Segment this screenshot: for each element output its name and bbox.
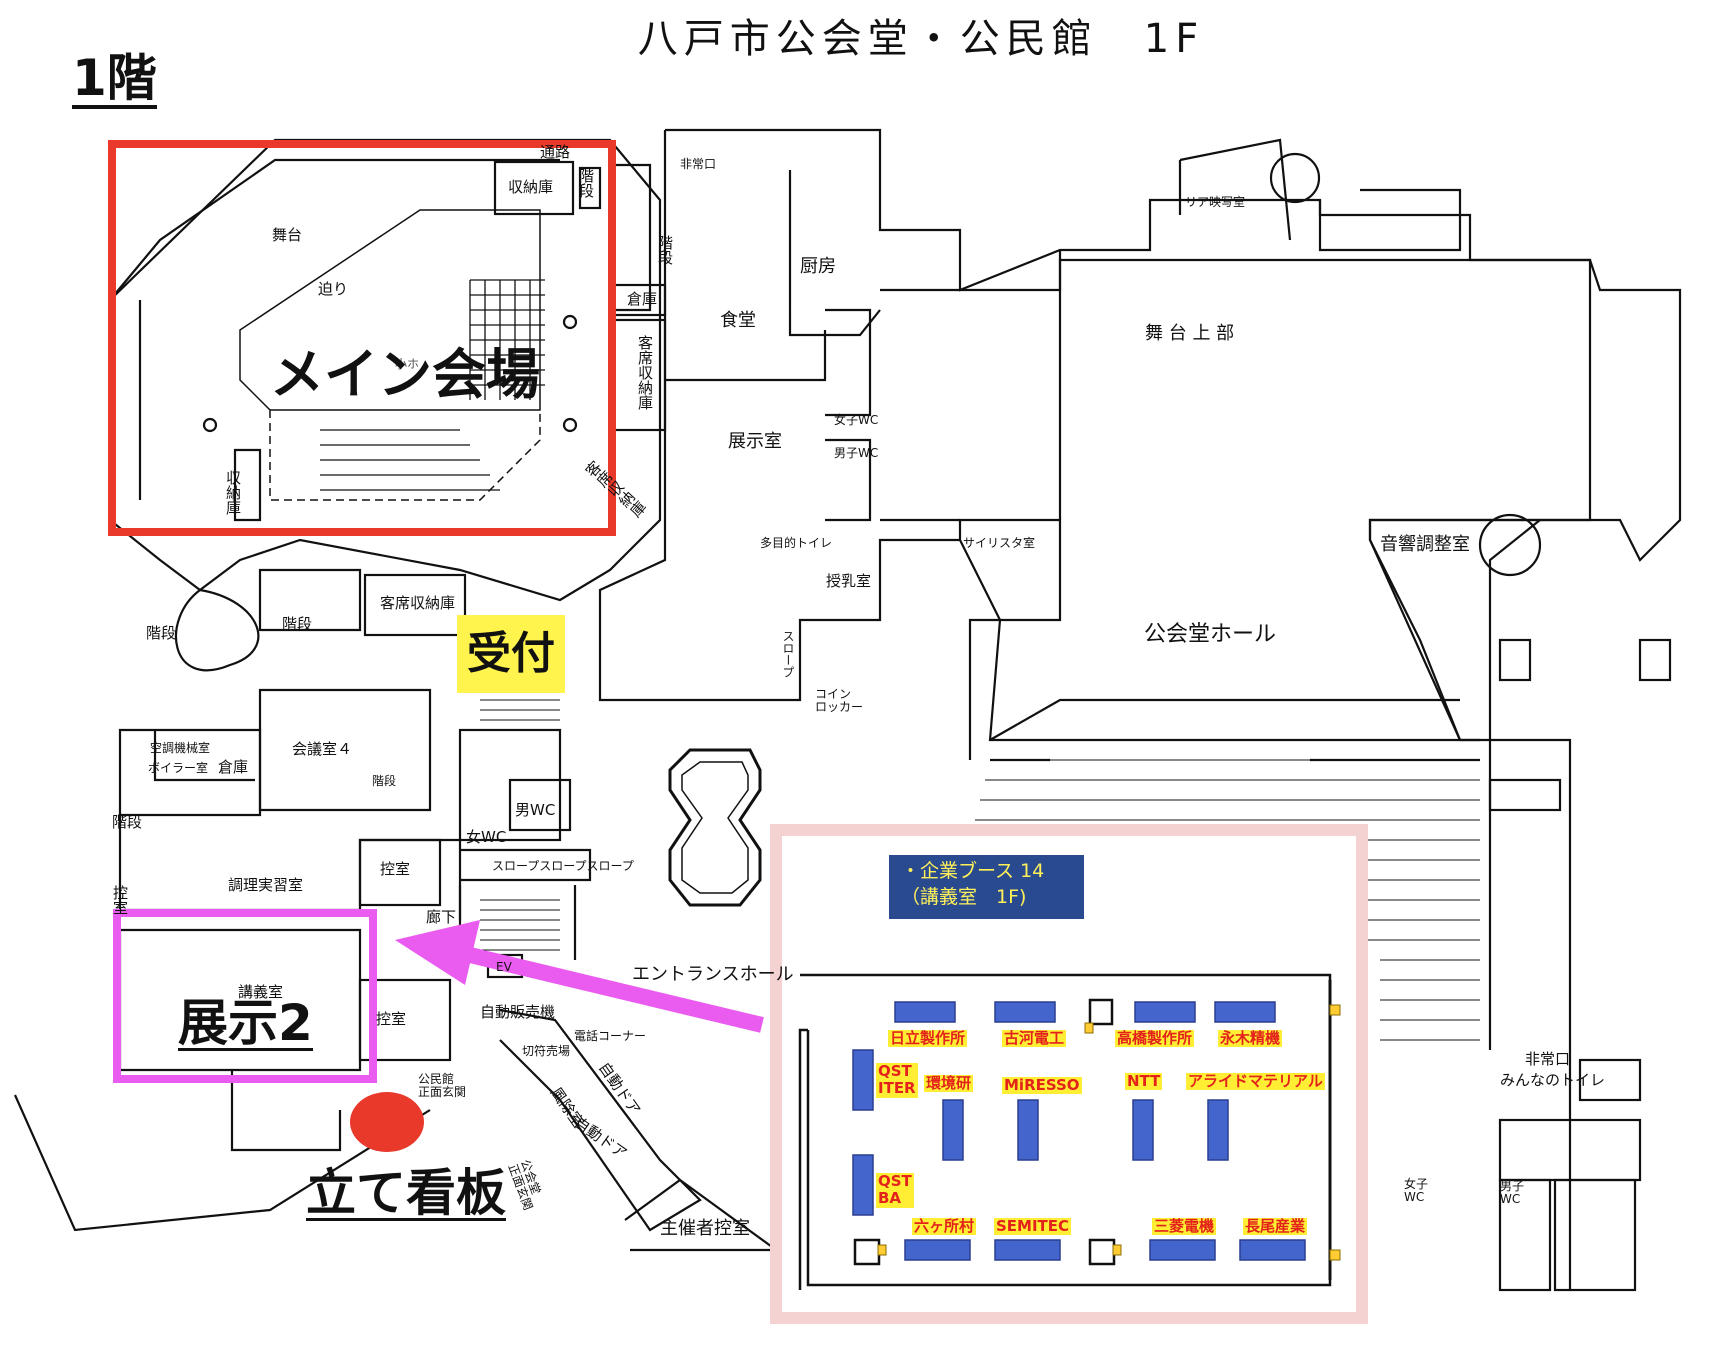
room-kozashitsu: 講義室 (238, 983, 284, 1001)
room-otoko-wc: 男WC (515, 801, 556, 819)
reception-label: 受付 (457, 615, 565, 693)
room-coin-locker: コイン ロッカー (815, 687, 864, 715)
booth-info-line1: ・企業ブース 14 (901, 860, 1045, 882)
booth-label: QST ITER (876, 1062, 918, 1098)
room-slope-vertical: スロープ (781, 630, 795, 678)
booth-label: 六ヶ所村 (912, 1217, 977, 1236)
exhibit2-label: 展示2 (178, 994, 313, 1052)
room-tenjishitsu: 展示室 (728, 431, 782, 452)
room-kaidan-right1: 階段 (656, 235, 674, 265)
room-shokudo: 食堂 (720, 310, 756, 331)
room-entrance-hall: エントランスホール (632, 964, 794, 985)
room-hikaeshitsu2: 控室 (376, 1010, 407, 1028)
booth-label: MiRESSO (1002, 1076, 1082, 1095)
room-kokaido-hall: 公会堂ホール (1144, 622, 1277, 647)
booth-desks (852, 1001, 1306, 1261)
room-butai: 舞台 (272, 226, 303, 244)
room-kaigi4: 会議室４ (292, 740, 353, 758)
room-danshi-wc: 男子WC (834, 446, 879, 460)
room-tsuro: 通路 (540, 143, 571, 161)
room-danshi-wc-right: 男子 WC (1500, 1179, 1525, 1207)
booth-label: QST BA (876, 1172, 914, 1208)
booth-label: 日立製作所 (888, 1029, 968, 1048)
room-kominkan-entrance: 公民館 正面玄関 (418, 1072, 467, 1100)
room-rear-eisha: リア映写室 (1185, 195, 1246, 209)
room-minna-toilet: みんなのトイレ (1500, 1071, 1606, 1089)
room-onkyo: 音響調整室 (1380, 534, 1470, 555)
booth-label: 長尾産業 (1243, 1217, 1308, 1236)
page-title: 八戸市公会堂・公民館 1F (637, 16, 1205, 62)
room-boiler: ボイラー室 (148, 761, 209, 775)
room-kucho: 空調機械室 (150, 741, 211, 755)
room-joshi-wc-right: 女子 WC (1404, 1177, 1429, 1205)
room-seri: 迫り (318, 280, 349, 298)
room-kaidan-small: 階段 (372, 774, 397, 788)
booth-label: アライドマテリアル (1186, 1072, 1325, 1091)
room-shunoko-top: 収納庫 (508, 178, 554, 196)
room-hijoguchi-top: 非常口 (680, 157, 717, 171)
guide-arrow-head (395, 920, 480, 985)
room-kippu: 切符売場 (522, 1044, 571, 1058)
room-soko-left: 倉庫 (218, 758, 249, 776)
room-junyushitsu: 授乳室 (826, 572, 872, 590)
room-hikaeshitsu-vert: 控室 (111, 885, 129, 915)
booth-label: 環境研 (924, 1074, 974, 1093)
room-slope-row: スロープスロープスロープ (492, 859, 634, 873)
booth-label: 永木精機 (1218, 1029, 1283, 1048)
room-shunoko-left: 収納庫 (224, 470, 242, 515)
booth-label: SEMITEC (994, 1217, 1072, 1236)
room-chubo: 厨房 (800, 256, 836, 277)
booth-info-box: ・企業ブース 14 （講義室 1F) (889, 855, 1084, 919)
room-shusaisha: 主催者控室 (660, 1218, 750, 1239)
room-sairisuta: サイリスタ室 (963, 536, 1036, 550)
booth-label: 高橋製作所 (1115, 1029, 1195, 1048)
room-butai-jobu: 舞 台 上 部 (1145, 323, 1235, 344)
signboard-marker (350, 1092, 424, 1152)
room-roka: 廊下 (426, 908, 457, 926)
booth-info-line2: （講義室 1F) (901, 885, 1027, 908)
room-tamokuteki: 多目的トイレ (760, 536, 833, 550)
signboard-label: 立て看板 (306, 1164, 506, 1222)
booth-label: NTT (1125, 1072, 1163, 1091)
room-ev: EV (496, 960, 512, 974)
guide-arrow (468, 947, 764, 1033)
booth-label: 古河電工 (1002, 1029, 1067, 1048)
room-kaidan-top: 階段 (577, 168, 595, 198)
booth-label: 三菱電機 (1152, 1217, 1217, 1236)
room-kaidan-mid: 階段 (282, 615, 313, 633)
room-jidohanbaiki: 自動販売機 (480, 1003, 556, 1021)
room-hijoguchi-right: 非常口 (1525, 1050, 1571, 1068)
main-venue-label: メイン会場 (270, 343, 540, 406)
floor-label: 1階 (72, 49, 157, 109)
room-kaidan-left: 階段 (112, 813, 143, 831)
exhibit2-highlight (113, 909, 377, 1083)
room-denwa: 電話コーナー (574, 1029, 647, 1043)
main-venue-walls (108, 138, 662, 602)
main-venue-highlight (108, 140, 616, 536)
room-kyakuseki-shunoko-right: 客席収納庫 (636, 335, 654, 410)
room-hikaeshitsu1: 控室 (380, 860, 411, 878)
room-chorishitsu: 調理実習室 (228, 876, 304, 894)
room-joshi-wc: 女子WC (834, 413, 879, 427)
room-kaidan-spiral: 階段 (146, 624, 177, 642)
room-onna-wc: 女WC (466, 828, 507, 846)
room-soko-top: 倉庫 (627, 290, 658, 308)
room-kyakuseki-shunoko-mid: 客席収納庫 (380, 594, 456, 612)
room-shoho-mask: 小ホ (395, 357, 420, 371)
